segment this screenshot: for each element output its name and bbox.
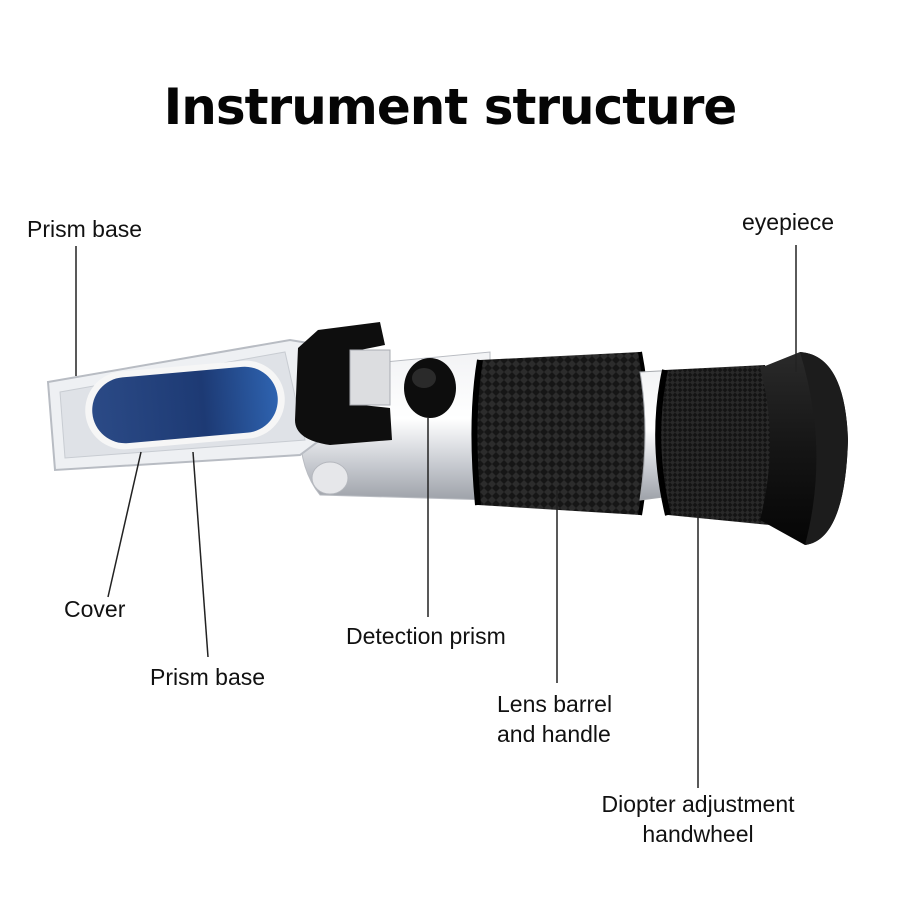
label-prism-base-top: Prism base xyxy=(27,216,143,242)
label-diopter-line1: Diopter adjustment xyxy=(601,791,795,817)
label-prism-base-bottom: Prism base xyxy=(150,664,266,690)
label-detection-prism: Detection prism xyxy=(346,623,506,649)
page-title: Instrument structure xyxy=(163,78,738,136)
leader-lines xyxy=(75,245,797,788)
leader-cover xyxy=(107,451,142,598)
leader-prism-base-bottom xyxy=(192,451,209,658)
diopter-handwheel xyxy=(655,365,779,525)
label-cover: Cover xyxy=(64,596,126,622)
label-lens-barrel-line2: and handle xyxy=(497,721,611,747)
label-diopter-handwheel: Diopter adjustment handwheel xyxy=(587,789,809,849)
prism-base-surface xyxy=(85,360,285,450)
detection-prism-knob xyxy=(404,358,456,418)
label-diopter-line2: handwheel xyxy=(642,821,754,847)
hinge-clip xyxy=(295,322,392,445)
label-lens-barrel: Lens barrel and handle xyxy=(497,689,612,749)
lens-barrel-handle xyxy=(471,351,650,516)
label-lens-barrel-line1: Lens barrel xyxy=(497,691,613,717)
label-eyepiece: eyepiece xyxy=(742,209,835,235)
eyepiece-cup xyxy=(760,352,848,545)
